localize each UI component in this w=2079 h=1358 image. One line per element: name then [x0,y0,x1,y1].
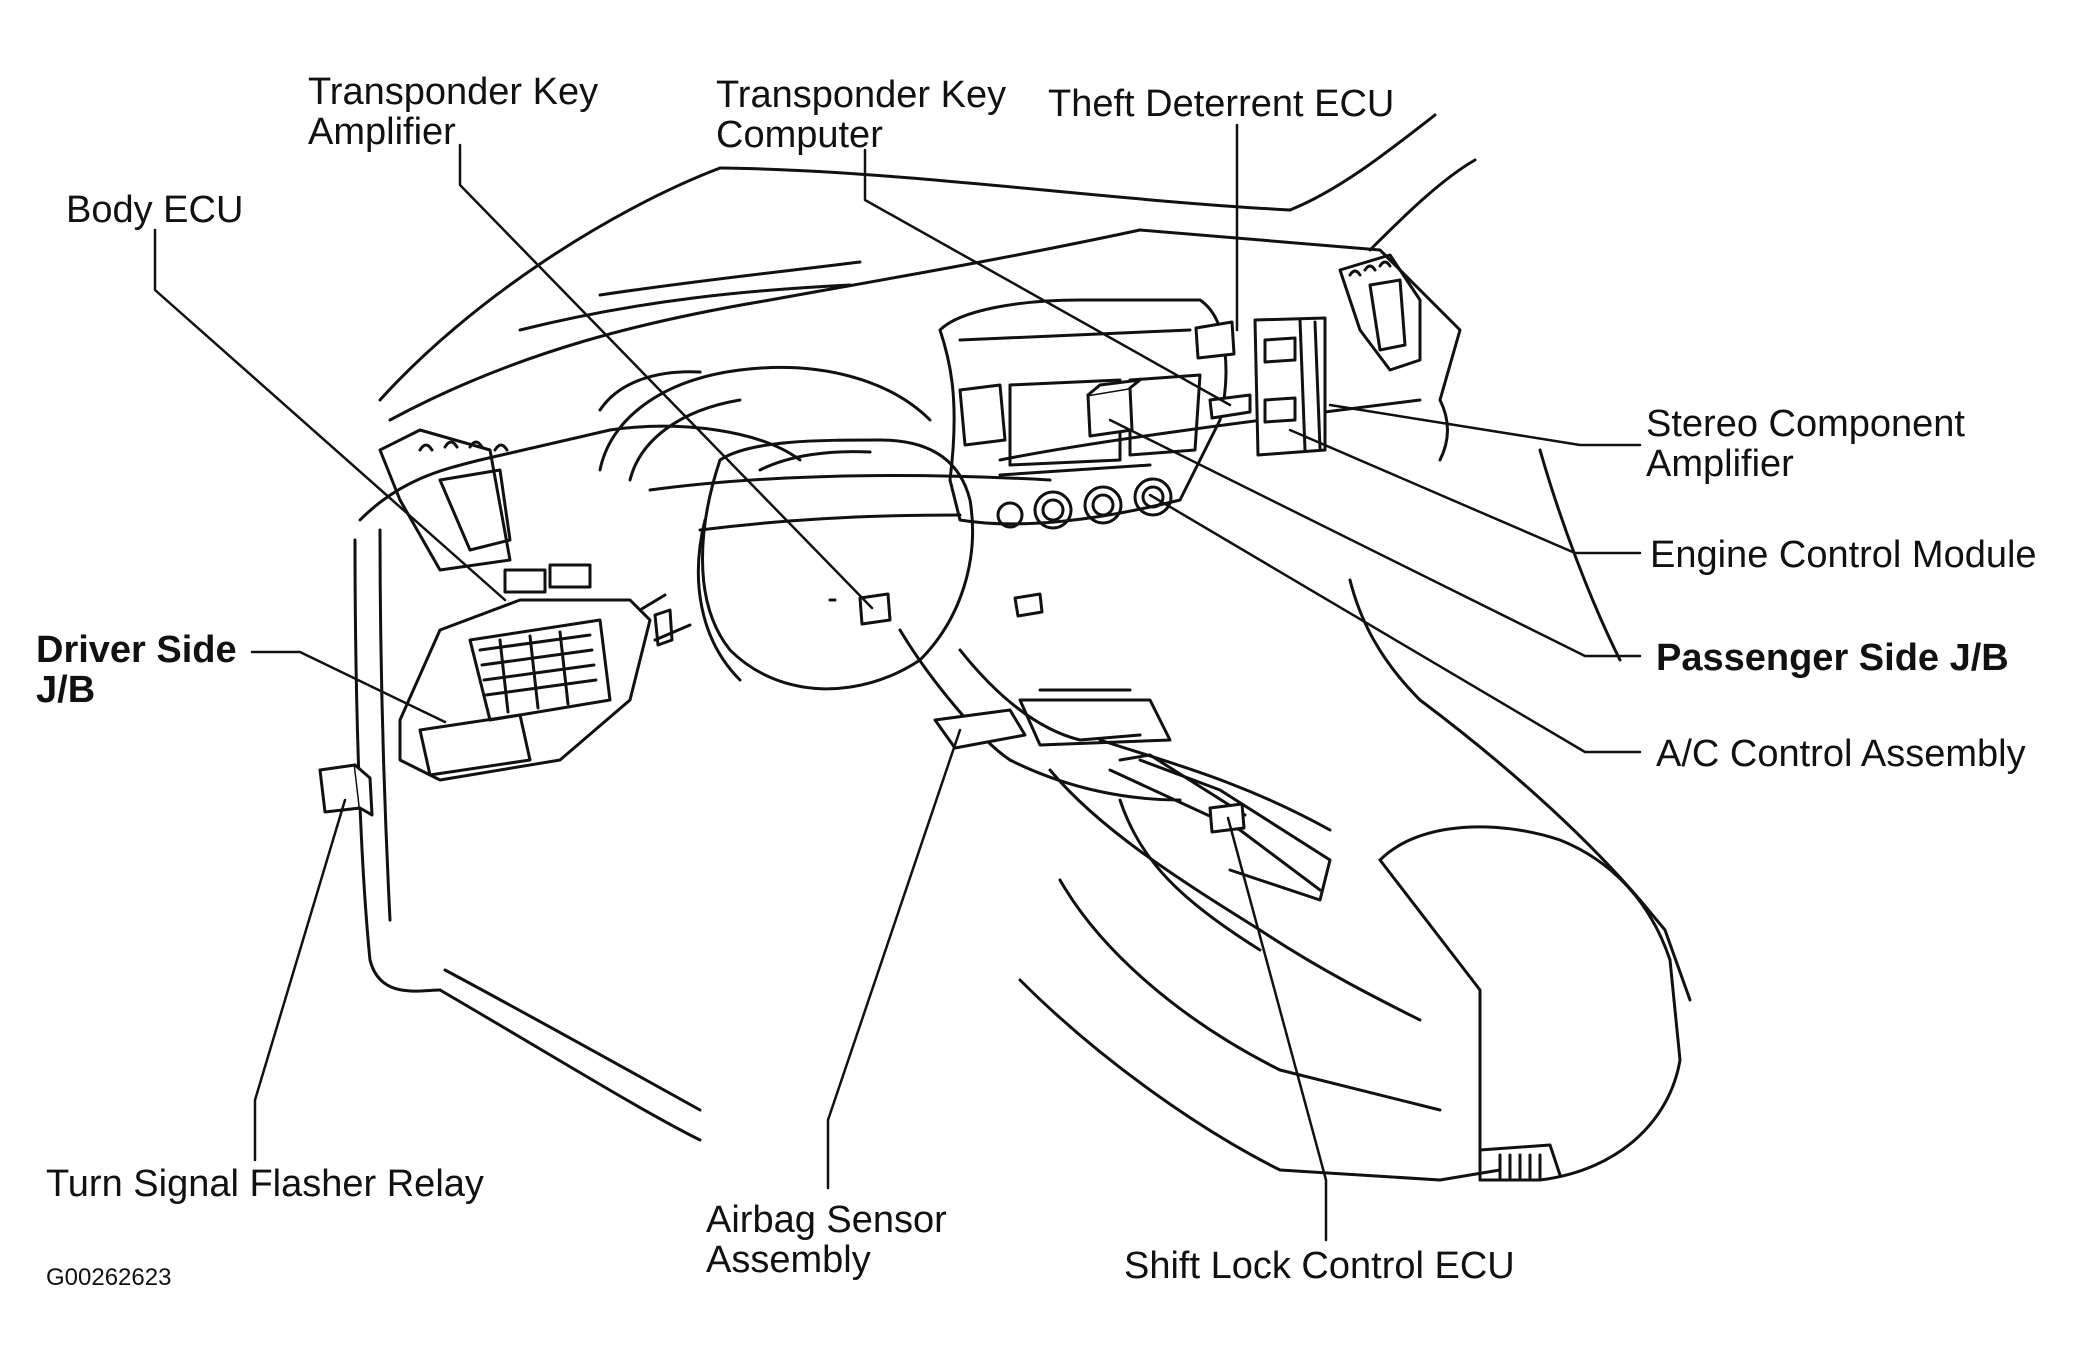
center-stack [938,298,1228,530]
label-shift-lock-control-ecu: Shift Lock Control ECU [1124,1245,1515,1287]
label-engine-control-module: Engine Control Module [1650,534,2037,576]
label-stereo-component-amplifier: Stereo Component Amplifier [1646,404,1965,484]
center-console [898,628,1682,1182]
label-turn-signal-flasher-relay: Turn Signal Flasher Relay [46,1163,484,1205]
label-driver-side-jb: Driver Side J/B [36,630,237,710]
label-line: Amplifier [308,111,456,153]
label-line: Assembly [706,1239,871,1281]
label-line: Transponder Key [716,74,1007,116]
label-theft-deterrent-ecu: Theft Deterrent ECU [1048,83,1395,125]
right-air-vent [1338,253,1422,372]
label-line: Transponder Key [308,71,599,113]
label-line: Airbag Sensor [706,1199,947,1241]
label-body-ecu: Body ECU [66,189,244,231]
label-transponder-key-computer: Transponder Key Computer [716,75,1006,155]
label-transponder-key-amplifier: Transponder Key Amplifier [308,72,598,152]
label-line: Driver Side [36,629,237,671]
figure-code: G00262623 [46,1264,172,1291]
label-line: J/B [36,669,96,711]
components [318,316,1327,834]
label-line: Stereo Component [1646,403,1965,445]
label-line: Computer [716,114,883,156]
label-ac-control-assembly: A/C Control Assembly [1656,733,2026,775]
left-air-vent [378,428,512,572]
driver-side-jb-module [398,563,692,782]
label-airbag-sensor-assembly: Airbag Sensor Assembly [706,1200,947,1280]
leader-lines [153,123,1642,1242]
steering-wheel [696,438,974,691]
label-line: Amplifier [1646,443,1794,485]
label-passenger-side-jb: Passenger Side J/B [1656,637,2009,679]
